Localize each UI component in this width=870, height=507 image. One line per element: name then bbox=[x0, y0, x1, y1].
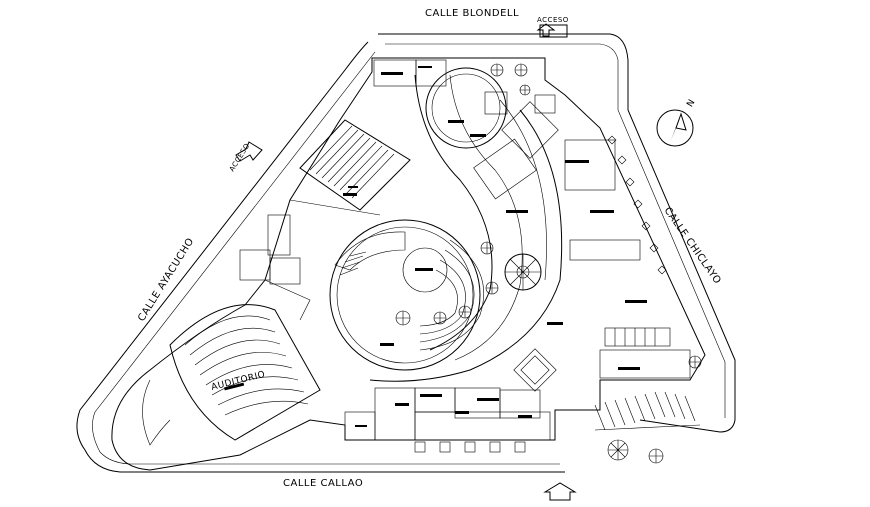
east-spiral-stair bbox=[504, 253, 542, 291]
tree-icon bbox=[395, 310, 411, 326]
tree-icon bbox=[433, 311, 447, 325]
south-rooms bbox=[344, 387, 551, 453]
central-rotunda bbox=[329, 219, 484, 371]
access-arrow-south bbox=[543, 482, 577, 501]
access-label-west: ACCESO bbox=[228, 142, 252, 173]
tree-icon bbox=[480, 241, 494, 255]
street-label-south: CALLE CALLAO bbox=[283, 478, 363, 489]
parking-stalls bbox=[594, 391, 701, 431]
north-arrow-icon: N bbox=[656, 98, 698, 147]
building-outline bbox=[111, 57, 706, 471]
street-label-north: CALLE BLONDELL bbox=[425, 8, 519, 19]
tree-icon bbox=[485, 281, 499, 295]
east-tree-row bbox=[607, 135, 667, 275]
north-west-rooms bbox=[239, 59, 447, 285]
tree-icon bbox=[688, 355, 702, 369]
tree-icon bbox=[490, 63, 504, 77]
east-wing-rooms bbox=[506, 139, 691, 379]
tree-icon bbox=[458, 305, 472, 319]
tree-icons bbox=[395, 63, 702, 464]
tree-icon bbox=[607, 439, 629, 461]
site-boundary bbox=[76, 33, 736, 473]
access-label-north: ACCESO bbox=[537, 16, 569, 24]
tree-icon bbox=[514, 63, 528, 77]
lecture-hall-seating bbox=[299, 119, 411, 211]
north-circular-room bbox=[425, 67, 508, 149]
tree-icon bbox=[648, 448, 664, 464]
street-label-east: CALLE CHICLAYO bbox=[662, 205, 723, 286]
tree-icon bbox=[519, 84, 531, 96]
circulation-curves bbox=[369, 74, 563, 382]
north-east-rooms bbox=[473, 94, 559, 392]
street-label-west: CALLE AYACUCHO bbox=[136, 236, 196, 323]
room-label-auditorium: AUDITORIO bbox=[210, 370, 266, 393]
access-arrow-north bbox=[536, 23, 568, 38]
auditorium-hall: AUDITORIO bbox=[142, 304, 321, 446]
access-arrow-west bbox=[235, 141, 263, 162]
north-arrow-label: N bbox=[685, 98, 697, 109]
